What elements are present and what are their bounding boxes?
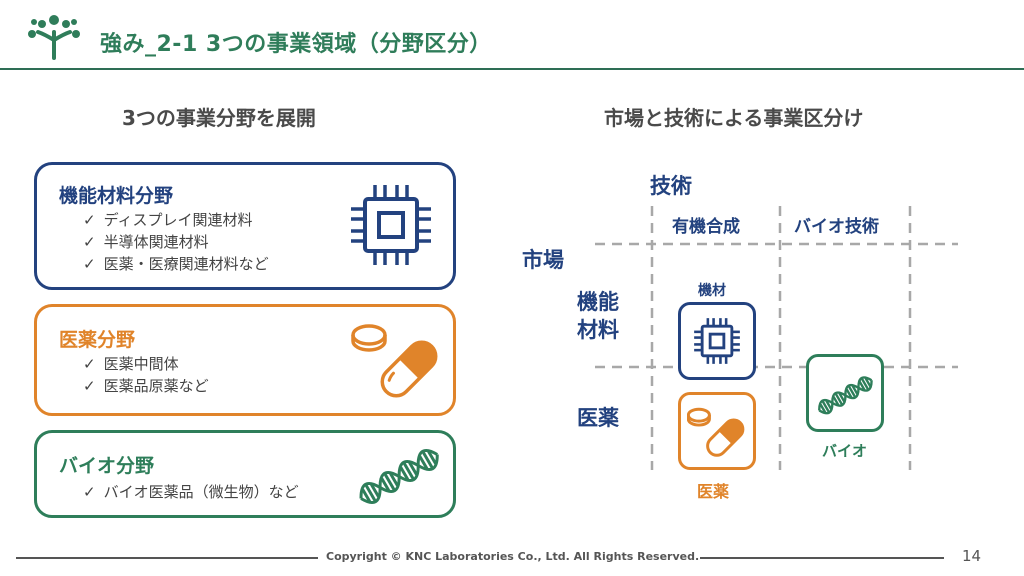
company-logo-icon	[28, 15, 80, 60]
pharma-field-list: 医薬中間体 医薬品原薬など	[83, 353, 209, 397]
axis-label-market: 市場	[522, 248, 564, 272]
capsule-icon	[687, 407, 745, 457]
list-item: ディスプレイ関連材料	[83, 209, 269, 231]
materials-field-list: ディスプレイ関連材料 半導体関連材料 医薬・医療関連材料など	[83, 209, 269, 275]
capsule-icon	[351, 324, 438, 398]
materials-field-title: 機能材料分野	[59, 185, 174, 207]
chip-icon	[694, 318, 740, 364]
list-item: バイオ医薬品（微生物）など	[83, 481, 299, 503]
dna-icon	[359, 449, 439, 504]
cell-card-pharma	[678, 392, 756, 470]
bio-field-title: バイオ分野	[59, 455, 155, 477]
cell-card-bio	[806, 354, 884, 432]
cell-card-materials	[678, 302, 756, 380]
header-divider	[0, 68, 1024, 70]
chip-icon	[351, 185, 431, 265]
page-number: 14	[962, 547, 982, 565]
cell-caption-bio: バイオ	[822, 442, 868, 460]
list-item: 医薬中間体	[83, 353, 209, 375]
right-section-heading: 市場と技術による事業区分け	[604, 106, 864, 130]
pharma-field-card: 医薬分野 医薬中間体 医薬品原薬など	[34, 304, 456, 416]
list-item: 半導体関連材料	[83, 231, 269, 253]
column-header-biotech: バイオ技術	[794, 217, 879, 237]
row-header-pharma: 医薬	[577, 406, 619, 430]
bio-field-card: バイオ分野 バイオ医薬品（微生物）など	[34, 430, 456, 518]
footer-copyright: Copyright © KNC Laboratories Co., Ltd. A…	[326, 550, 700, 563]
footer-rule-right	[700, 557, 944, 559]
column-header-organic-synthesis: 有機合成	[672, 217, 740, 237]
list-item: 医薬品原薬など	[83, 375, 209, 397]
footer-rule-left	[16, 557, 318, 559]
bio-field-list: バイオ医薬品（微生物）など	[83, 481, 299, 503]
page-title: 強み_2-1 3つの事業領域（分野区分）	[100, 32, 492, 57]
left-section-heading: 3つの事業分野を展開	[122, 106, 316, 130]
list-item: 医薬・医療関連材料など	[83, 253, 269, 275]
pharma-field-title: 医薬分野	[59, 329, 136, 351]
axis-label-technology: 技術	[650, 174, 692, 198]
cell-caption-materials: 機材	[698, 283, 726, 299]
cell-caption-pharma: 医薬	[697, 482, 730, 501]
dna-icon	[818, 376, 873, 415]
row-header-functional-materials: 機能材料	[577, 290, 619, 342]
materials-field-card: 機能材料分野 ディスプレイ関連材料 半導体関連材料 医薬・医療関連材料など	[34, 162, 456, 290]
